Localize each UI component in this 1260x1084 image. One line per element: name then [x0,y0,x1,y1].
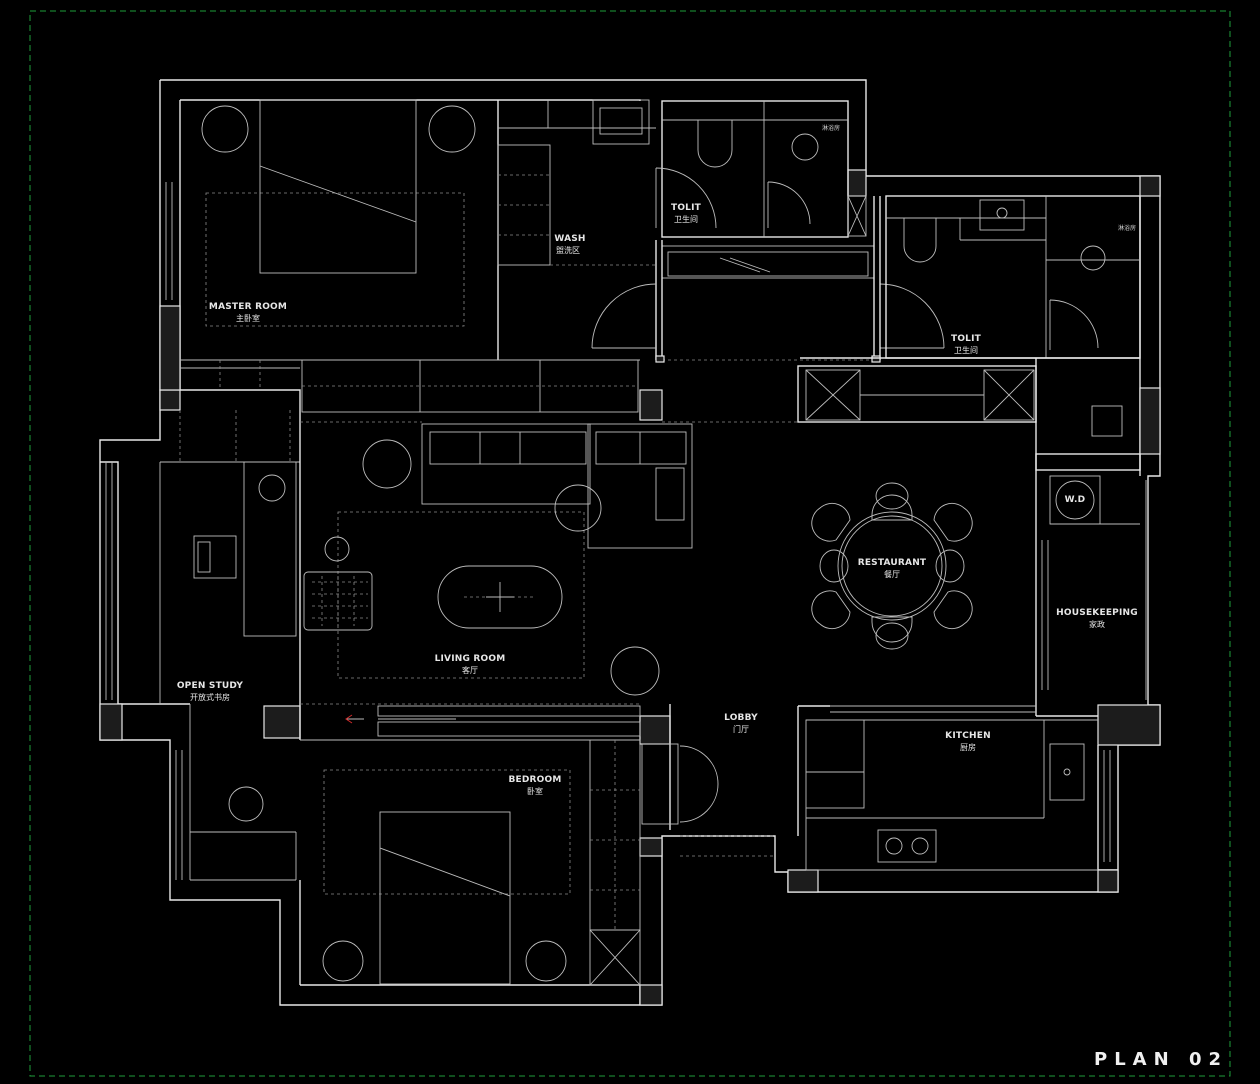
study-storage [175,740,297,881]
bedroom [300,739,641,986]
label-master-room-zh: 主卧室 [236,313,260,323]
label-housekeeping-zh: 家政 [1089,619,1105,629]
room-labels: MASTER ROOM 主卧室 WASH 盥洗区 TOLIT 卫生间 淋浴房 T… [177,124,1138,796]
armchair-grid [312,576,368,626]
label-toilet-2-en: TOLIT [951,334,982,344]
label-shower-2: 淋浴房 [1118,224,1136,232]
label-toilet-1-zh: 卫生间 [674,214,698,224]
label-open-study-zh: 开放式书房 [190,692,230,702]
living-room [300,421,693,705]
kitchen [805,705,1111,871]
label-shower-1: 淋浴房 [822,124,840,132]
lobby [641,704,830,857]
label-kitchen-en: KITCHEN [945,731,991,741]
corridor [591,196,945,363]
toilet-1 [655,100,867,238]
exterior-walls [99,79,1161,1006]
sheet-frame [29,10,1231,1077]
tv-console [300,705,641,741]
sideboard [662,358,1037,470]
label-wd: W.D [1065,495,1086,505]
plan-title: PLAN 02 [1094,1049,1228,1070]
label-open-study-en: OPEN STUDY [177,681,244,691]
dining-table [811,482,973,650]
toilet-2 [800,195,1141,437]
wash-area [497,99,656,266]
label-restaurant-en: RESTAURANT [858,558,927,568]
label-wash-en: WASH [554,234,585,244]
label-kitchen-zh: 厨房 [960,742,976,752]
master-room [165,99,640,413]
open-study [105,410,301,740]
label-bedroom-en: BEDROOM [508,775,561,785]
housekeeping [1035,453,1147,717]
label-toilet-1-en: TOLIT [671,203,702,213]
label-restaurant-zh: 餐厅 [884,570,900,579]
label-housekeeping-en: HOUSEKEEPING [1056,608,1138,618]
structural-columns [99,169,1161,1006]
label-living-room-en: LIVING ROOM [435,654,506,664]
label-lobby-zh: 门厅 [733,724,749,734]
label-living-room-zh: 客厅 [462,665,478,675]
label-bedroom-zh: 卧室 [527,786,543,796]
label-lobby-en: LOBBY [724,713,758,723]
label-master-room-en: MASTER ROOM [209,302,287,312]
label-wash-zh: 盥洗区 [556,245,580,255]
label-toilet-2-zh: 卫生间 [954,345,978,355]
